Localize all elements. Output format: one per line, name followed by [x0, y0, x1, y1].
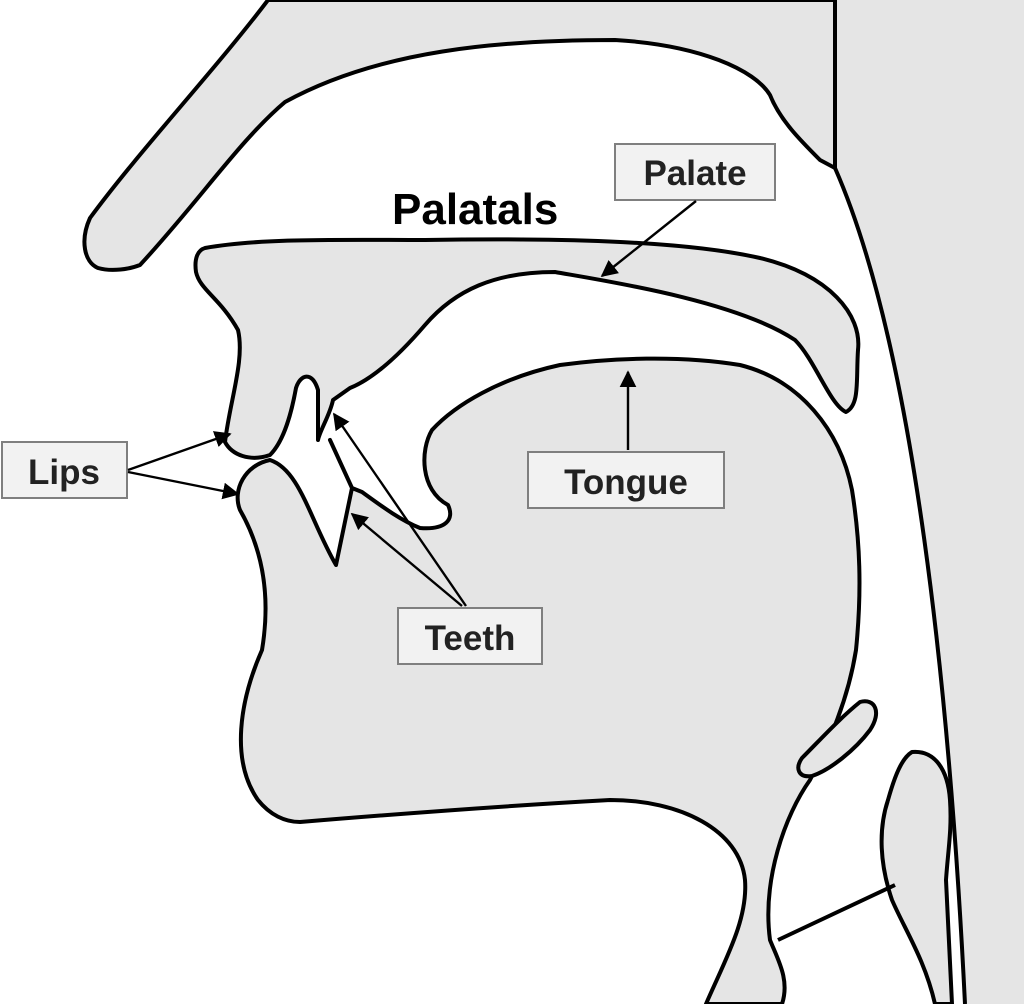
epiglottis	[796, 699, 879, 779]
palate-arrow	[600, 200, 697, 278]
palate-callout: Palate	[600, 143, 776, 278]
teeth-label: Teeth	[425, 619, 516, 658]
lips-label-box	[1, 441, 128, 499]
back-of-head-outline	[833, 167, 967, 1004]
lips-label: Lips	[28, 453, 100, 492]
larynx	[879, 749, 954, 1004]
teeth-arrow-lower	[350, 512, 463, 607]
nose	[82, 0, 837, 272]
palate-label-box	[614, 143, 776, 201]
lips-arrow-upper	[127, 431, 232, 472]
vocal-fold-line	[777, 883, 896, 942]
background-region	[268, 0, 1024, 1004]
palate-label: Palate	[643, 154, 746, 193]
lips-arrow-lower	[127, 470, 240, 500]
teeth-label-box	[397, 607, 543, 665]
tongue-and-jaw	[235, 356, 862, 1004]
tongue-callout: Tongue	[527, 370, 725, 509]
tongue-label-box	[527, 451, 725, 509]
diagram-title: Palatals	[392, 185, 558, 234]
teeth-callout: Teeth	[333, 412, 543, 665]
tongue-label: Tongue	[564, 463, 688, 502]
teeth-arrow-upper	[333, 412, 467, 607]
lips-callout: Lips	[1, 431, 240, 500]
